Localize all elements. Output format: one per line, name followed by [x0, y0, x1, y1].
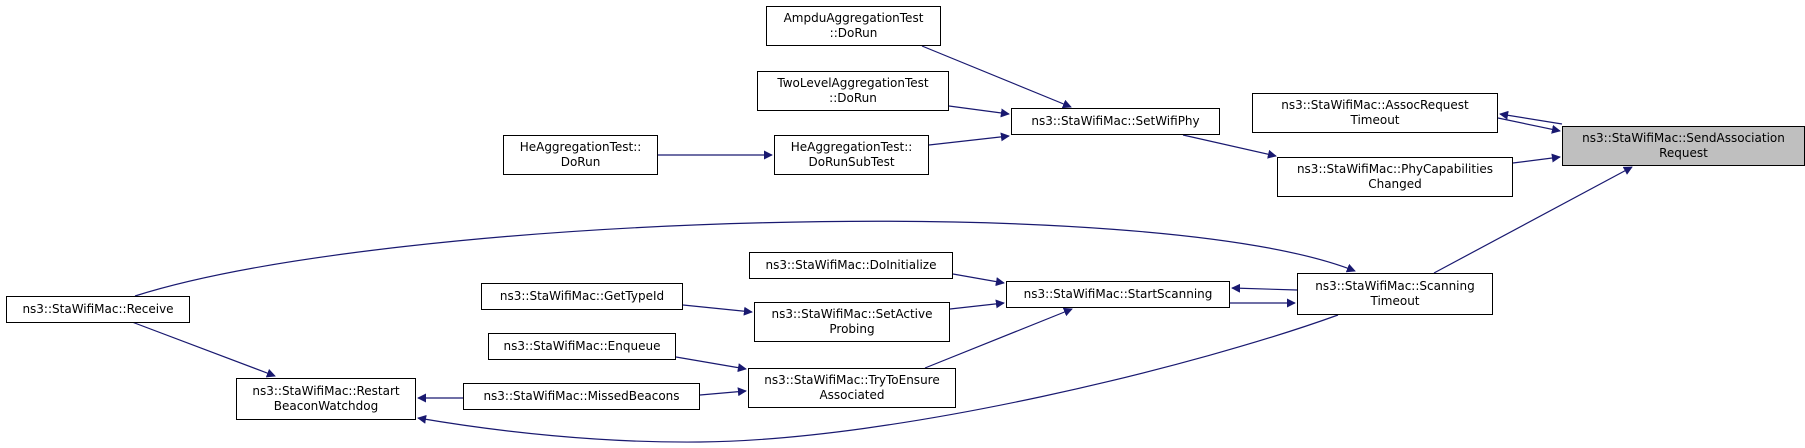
edge-receive-to-restart	[131, 321, 276, 378]
node-label-line: Timeout	[1350, 113, 1400, 127]
node-label-line: ::DoRun	[829, 91, 877, 105]
node-label-line: BeaconWatchdog	[273, 399, 379, 413]
node-label-line: ns3::StaWifiMac::StartScanning	[1023, 287, 1213, 301]
edge-get-type-to-set-active	[682, 304, 753, 316]
node-enqueue[interactable]: ns3::StaWifiMac::Enqueue	[488, 333, 676, 360]
edge-phy-cap-to-send-association	[1512, 153, 1561, 164]
edge-ampdu-test-to-set-wifi-phy	[921, 45, 1072, 109]
node-start-scanning[interactable]: ns3::StaWifiMac::StartScanning	[1006, 281, 1230, 308]
node-label-line: ns3::StaWifiMac::Enqueue	[503, 339, 661, 353]
node-ampdu-aggregation-test-dorun[interactable]: AmpduAggregationTest ::DoRun	[766, 6, 941, 46]
node-try-to-ensure-associated[interactable]: ns3::StaWifiMac::TryToEnsure Associated	[748, 368, 956, 408]
node-set-active-probing[interactable]: ns3::StaWifiMac::SetActive Probing	[754, 302, 950, 342]
node-label-line: ns3::StaWifiMac::Scanning	[1315, 279, 1475, 293]
node-label-line: ns3::StaWifiMac::GetTypeId	[499, 289, 665, 303]
node-label-line: Timeout	[1370, 294, 1420, 308]
edge-assoc-timeout-to-send-association	[1497, 117, 1561, 134]
node-label-line: ns3::StaWifiMac::PhyCapabilities	[1296, 162, 1494, 176]
edge-set-wifi-phy-to-phy-cap	[1182, 134, 1277, 159]
node-label-line: Associated	[819, 388, 885, 402]
edge-scan-timeout-to-restart	[417, 314, 1339, 443]
edge-set-active-to-start-scanning	[949, 299, 1005, 310]
edge-do-init-to-start-scanning	[952, 273, 1005, 287]
edge-receive-to-scan-timeout	[134, 220, 1356, 297]
node-label-line: DoRun	[560, 155, 601, 169]
node-label-line: Probing	[829, 322, 875, 336]
edge-send-association-to-assoc-timeout	[1499, 110, 1563, 125]
node-missed-beacons[interactable]: ns3::StaWifiMac::MissedBeacons	[463, 383, 700, 410]
node-label-line: ns3::StaWifiMac::Restart	[252, 384, 400, 398]
node-label-line: HeAggregationTest::	[519, 140, 642, 154]
node-he-aggregation-test-dorun[interactable]: HeAggregationTest:: DoRun	[503, 135, 658, 175]
edge-try-ensure-to-start-scanning	[924, 307, 1073, 369]
node-label-line: TwoLevelAggregationTest	[777, 76, 929, 90]
edge-scan-timeout-to-start-scanning	[1231, 283, 1298, 293]
node-label-line: ::DoRun	[829, 26, 878, 40]
node-label-line: ns3::StaWifiMac::MissedBeacons	[483, 389, 680, 403]
node-assoc-request-timeout[interactable]: ns3::StaWifiMac::AssocRequest Timeout	[1252, 93, 1498, 133]
node-phy-capabilities-changed[interactable]: ns3::StaWifiMac::PhyCapabilities Changed	[1277, 157, 1513, 197]
edge-scan-timeout-to-send-association	[1433, 166, 1633, 274]
node-label-line: ns3::StaWifiMac::SendAssociation	[1582, 131, 1785, 145]
node-he-aggregation-test-dorunsubtest[interactable]: HeAggregationTest:: DoRunSubTest	[774, 135, 929, 175]
edge-enqueue-to-try-ensure	[675, 356, 747, 373]
node-label-line: ns3::StaWifiMac::SetActive	[771, 307, 933, 321]
edge-he-subtest-to-set-wifi-phy	[928, 132, 1010, 146]
node-label-line: ns3::StaWifiMac::TryToEnsure	[764, 373, 940, 387]
edge-twolevel-test-to-set-wifi-phy	[948, 105, 1010, 118]
node-restart-beacon-watchdog[interactable]: ns3::StaWifiMac::Restart BeaconWatchdog	[236, 378, 416, 420]
node-scanning-timeout[interactable]: ns3::StaWifiMac::Scanning Timeout	[1297, 273, 1493, 315]
node-label-line: HeAggregationTest::	[790, 140, 913, 154]
node-label-line: DoRunSubTest	[808, 155, 895, 169]
node-get-type-id[interactable]: ns3::StaWifiMac::GetTypeId	[481, 283, 683, 310]
node-send-association-request[interactable]: ns3::StaWifiMac::SendAssociation Request	[1562, 126, 1805, 166]
node-label-line: ns3::StaWifiMac::DoInitialize	[765, 258, 937, 272]
node-label-line: ns3::StaWifiMac::AssocRequest	[1281, 98, 1469, 112]
node-label-line: Request	[1659, 146, 1708, 160]
node-label-line: ns3::StaWifiMac::SetWifiPhy	[1031, 114, 1200, 128]
node-set-wifi-phy[interactable]: ns3::StaWifiMac::SetWifiPhy	[1011, 108, 1220, 135]
edge-missed-to-try-ensure	[699, 387, 747, 397]
node-label-line: ns3::StaWifiMac::Receive	[22, 302, 174, 316]
node-twolevel-aggregation-test-dorun[interactable]: TwoLevelAggregationTest ::DoRun	[757, 71, 949, 111]
node-label-line: AmpduAggregationTest	[783, 11, 924, 25]
node-label-line: Changed	[1368, 177, 1422, 191]
node-do-initialize[interactable]: ns3::StaWifiMac::DoInitialize	[749, 252, 953, 279]
node-receive[interactable]: ns3::StaWifiMac::Receive	[6, 296, 190, 323]
